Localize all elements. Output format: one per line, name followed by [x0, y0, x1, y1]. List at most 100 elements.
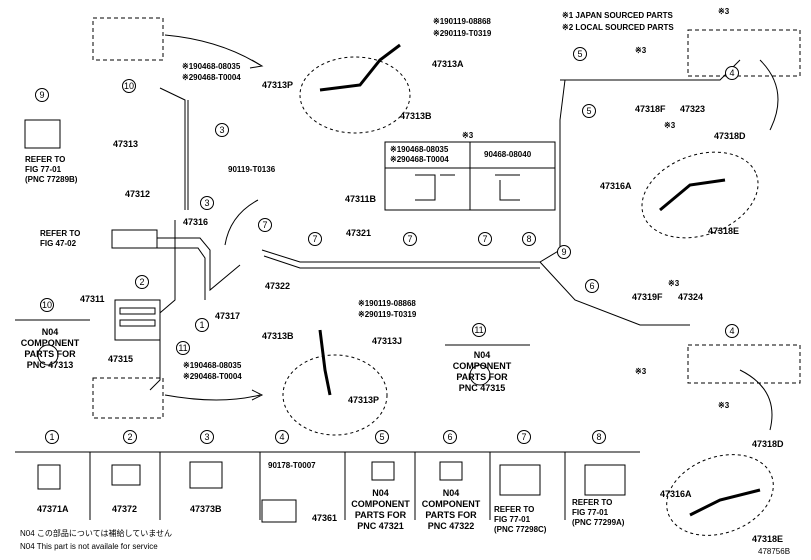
pn-47323: 47323 — [680, 104, 706, 114]
callout-2: 2 — [135, 275, 149, 289]
callout-8-panel: 8 — [592, 430, 606, 444]
pn-47316: 47316 — [183, 217, 209, 227]
star3-d: ※3 — [668, 279, 680, 288]
clip-47372 — [111, 464, 141, 486]
callout-7-a: 7 — [258, 218, 272, 232]
pn-47313: 47313 — [113, 139, 139, 149]
fastener-90119: 90119-T0136 — [228, 165, 276, 174]
footer-n04-en: N04 This part is not availale for servic… — [20, 542, 158, 551]
hose-47316A-top — [659, 178, 726, 212]
clip-47373B — [189, 461, 223, 489]
pn-47311B: 47311B — [345, 194, 377, 204]
callout-7-panel: 7 — [517, 430, 531, 444]
callout-7-c: 7 — [403, 232, 417, 246]
pn-47322: 47322 — [265, 281, 291, 291]
pn-47371A: 47371A — [37, 504, 69, 514]
legend-local: ※2 LOCAL SOURCED PARTS — [562, 23, 674, 32]
star3-b: ※3 — [635, 46, 647, 55]
grommet-47313 — [37, 344, 59, 366]
pn-47315: 47315 — [108, 354, 134, 364]
callout-10-top: 10 — [122, 79, 136, 93]
fastener-mid-1: ※190119-08868 — [358, 299, 416, 308]
drawing-number: 478756B — [758, 547, 791, 556]
pn-47319F: 47319F — [632, 292, 663, 302]
callout-3-b: 3 — [200, 196, 214, 210]
fastener-top-1: ※190119-08868 — [433, 17, 491, 26]
arrow-top — [164, 34, 261, 66]
fastener-left-bot-2: ※290468-T0004 — [183, 372, 242, 381]
clip-table-right: 90468-08040 — [484, 150, 532, 159]
hose-detail-oval-mid — [282, 354, 388, 436]
callout-11-b: 11 — [472, 323, 486, 337]
ref-47-02: REFER TO FIG 47-02 — [40, 229, 81, 248]
pn-47318E-bot: 47318E — [752, 534, 784, 544]
pn-47317: 47317 — [215, 311, 241, 321]
bracket-47361 — [261, 499, 297, 523]
pn-47313A: 47313A — [432, 59, 464, 69]
clip-table-star: ※3 — [462, 131, 474, 140]
pn-47313B-top: 47313B — [400, 111, 432, 121]
callout-3-panel: 3 — [200, 430, 214, 444]
pn-47361: 47361 — [312, 513, 338, 523]
grommet-47315 — [469, 364, 491, 386]
clip-47322 — [439, 461, 463, 481]
callout-1-panel: 1 — [45, 430, 59, 444]
arrow-up — [224, 199, 259, 246]
pn-47318D-top: 47318D — [714, 131, 746, 141]
detail-box-mid-right — [687, 344, 801, 384]
detail-box-bottom-left — [92, 377, 164, 419]
fastener-90178: 90178-T0007 — [268, 461, 316, 470]
callout-5-b: 5 — [582, 104, 596, 118]
ref-77299A: REFER TO FIG 77-01 (PNC 77299A) — [572, 498, 625, 527]
clip-table-left-1: ※190468-08035 — [390, 145, 449, 154]
pn-47318D-bot: 47318D — [752, 439, 784, 449]
pn-47372: 47372 — [112, 504, 138, 514]
callout-1: 1 — [195, 318, 209, 332]
clip-ref-77298C — [499, 464, 541, 496]
callout-8: 8 — [522, 232, 536, 246]
clip-table-left-2: ※290468-T0004 — [390, 155, 449, 164]
comp-47322: N04 COMPONENT PARTS FOR PNC 47322 — [421, 488, 481, 531]
detail-box-top-left — [92, 17, 164, 61]
footer-n04-jp: N04 この部品については補給していません — [20, 529, 173, 538]
legend-japan: ※1 JAPAN SOURCED PARTS — [562, 11, 673, 20]
callout-10-left: 10 — [40, 298, 54, 312]
fastener-top-2: ※290119-T0319 — [433, 29, 492, 38]
callout-4-a: 4 — [725, 66, 739, 80]
clip-47321 — [371, 461, 395, 481]
pn-47313J: 47313J — [372, 336, 403, 346]
hose-detail-oval-right-top — [641, 151, 759, 239]
arrow-right-bot — [739, 369, 773, 431]
clip-47371A — [37, 464, 61, 490]
callout-5-a: 5 — [573, 47, 587, 61]
callout-7-d: 7 — [478, 232, 492, 246]
callout-3-a: 3 — [215, 123, 229, 137]
hose-47313J — [318, 329, 332, 396]
fastener-left-top-1: ※190468-08035 — [182, 62, 241, 71]
pn-47313P-top: 47313P — [262, 80, 294, 90]
pn-47316A-bot: 47316A — [660, 489, 692, 499]
hose-detail-oval-top — [299, 56, 411, 134]
junction-block-47312 — [111, 229, 158, 249]
callout-2-panel: 2 — [123, 430, 137, 444]
star3-e: ※3 — [635, 367, 647, 376]
ref-77289B: REFER TO FIG 77-01 (PNC 77289B) — [25, 155, 78, 184]
pn-47321: 47321 — [346, 228, 372, 238]
comp-47315: N04 COMPONENT PARTS FOR PNC 47315 — [452, 350, 512, 393]
hose-47313A — [319, 43, 401, 92]
callout-6-panel: 6 — [443, 430, 457, 444]
detail-box-top-right — [687, 29, 801, 77]
callout-11-a: 11 — [176, 341, 190, 355]
pn-47313P-bot: 47313P — [348, 395, 380, 405]
star3-a: ※3 — [718, 7, 730, 16]
clip-ref-77289B — [24, 119, 61, 149]
pn-47318F: 47318F — [635, 104, 666, 114]
pn-47316A-top: 47316A — [600, 181, 632, 191]
pn-47311: 47311 — [80, 294, 105, 304]
callout-9-right: 9 — [557, 245, 571, 259]
pn-47324: 47324 — [678, 292, 704, 302]
comp-47313: N04 COMPONENT PARTS FOR PNC 47313 — [20, 327, 80, 370]
fastener-left-bot-1: ※190468-08035 — [183, 361, 242, 370]
tube-47313 — [159, 87, 186, 210]
